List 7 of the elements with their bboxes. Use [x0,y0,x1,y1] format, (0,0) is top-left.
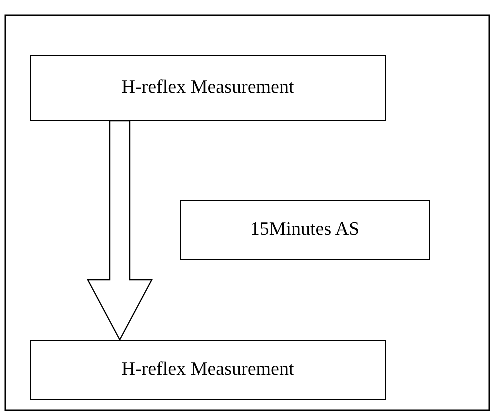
box-label: H-reflex Measurement [122,77,294,99]
block-arrow [87,120,153,342]
process-box [30,340,386,400]
process-box [180,200,430,260]
box-label: 15Minutes AS [250,219,360,241]
process-box [30,55,386,121]
box-label: H-reflex Measurement [122,359,294,381]
